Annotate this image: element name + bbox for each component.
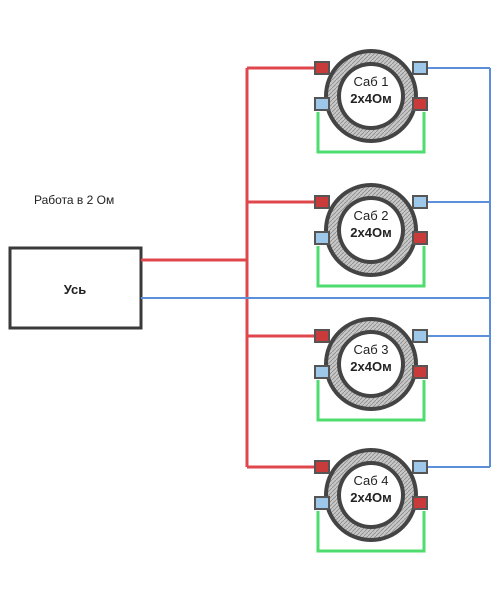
subwoofer-name: Саб 4 (353, 473, 388, 488)
subwoofer: Саб 3 2x4Ом (314, 317, 428, 411)
speaker-cone (341, 66, 401, 126)
subwoofer-spec: 2x4Ом (350, 225, 391, 240)
positive-terminal-face (414, 99, 426, 109)
amplifier-label: Усь (64, 282, 87, 297)
coil-bridge-wire (316, 112, 426, 154)
subwoofer-name: Саб 2 (353, 208, 388, 223)
speaker-cone (341, 200, 401, 260)
negative-terminal-face (316, 233, 328, 243)
negative-terminal-face (414, 462, 426, 472)
subwoofer: Саб 1 2x4Ом (314, 49, 428, 143)
positive-terminal-face (316, 462, 328, 472)
negative-terminal-face (316, 367, 328, 377)
negative-terminal-face (414, 331, 426, 341)
amplifier-box (8, 246, 143, 330)
positive-terminal-face (414, 233, 426, 243)
subwoofer-name: Саб 1 (353, 74, 388, 89)
speaker-cone (341, 465, 401, 525)
mode-caption: Работа в 2 Ом (34, 193, 114, 207)
positive-terminal-face (316, 63, 328, 73)
positive-terminal-face (316, 197, 328, 207)
positive-terminal-face (414, 498, 426, 508)
amplifier: Усь (8, 246, 143, 330)
negative-terminal-face (414, 63, 426, 73)
coil-bridge-wire (316, 246, 426, 288)
subwoofer: Саб 4 2x4Ом (314, 448, 428, 542)
positive-terminal-face (316, 331, 328, 341)
negative-terminal-face (414, 197, 426, 207)
negative-terminal-face (316, 99, 328, 109)
subwoofer-spec: 2x4Ом (350, 359, 391, 374)
subwoofer: Саб 2 2x4Ом (314, 183, 428, 277)
negative-terminal-face (316, 498, 328, 508)
subwoofer-spec: 2x4Ом (350, 91, 391, 106)
coil-bridge-wire (316, 511, 426, 553)
subwoofer-spec: 2x4Ом (350, 490, 391, 505)
subwoofer-name: Саб 3 (353, 342, 388, 357)
coil-bridge-wire (316, 380, 426, 422)
positive-terminal-face (414, 367, 426, 377)
wires (141, 66, 491, 553)
speaker-cone (341, 334, 401, 394)
